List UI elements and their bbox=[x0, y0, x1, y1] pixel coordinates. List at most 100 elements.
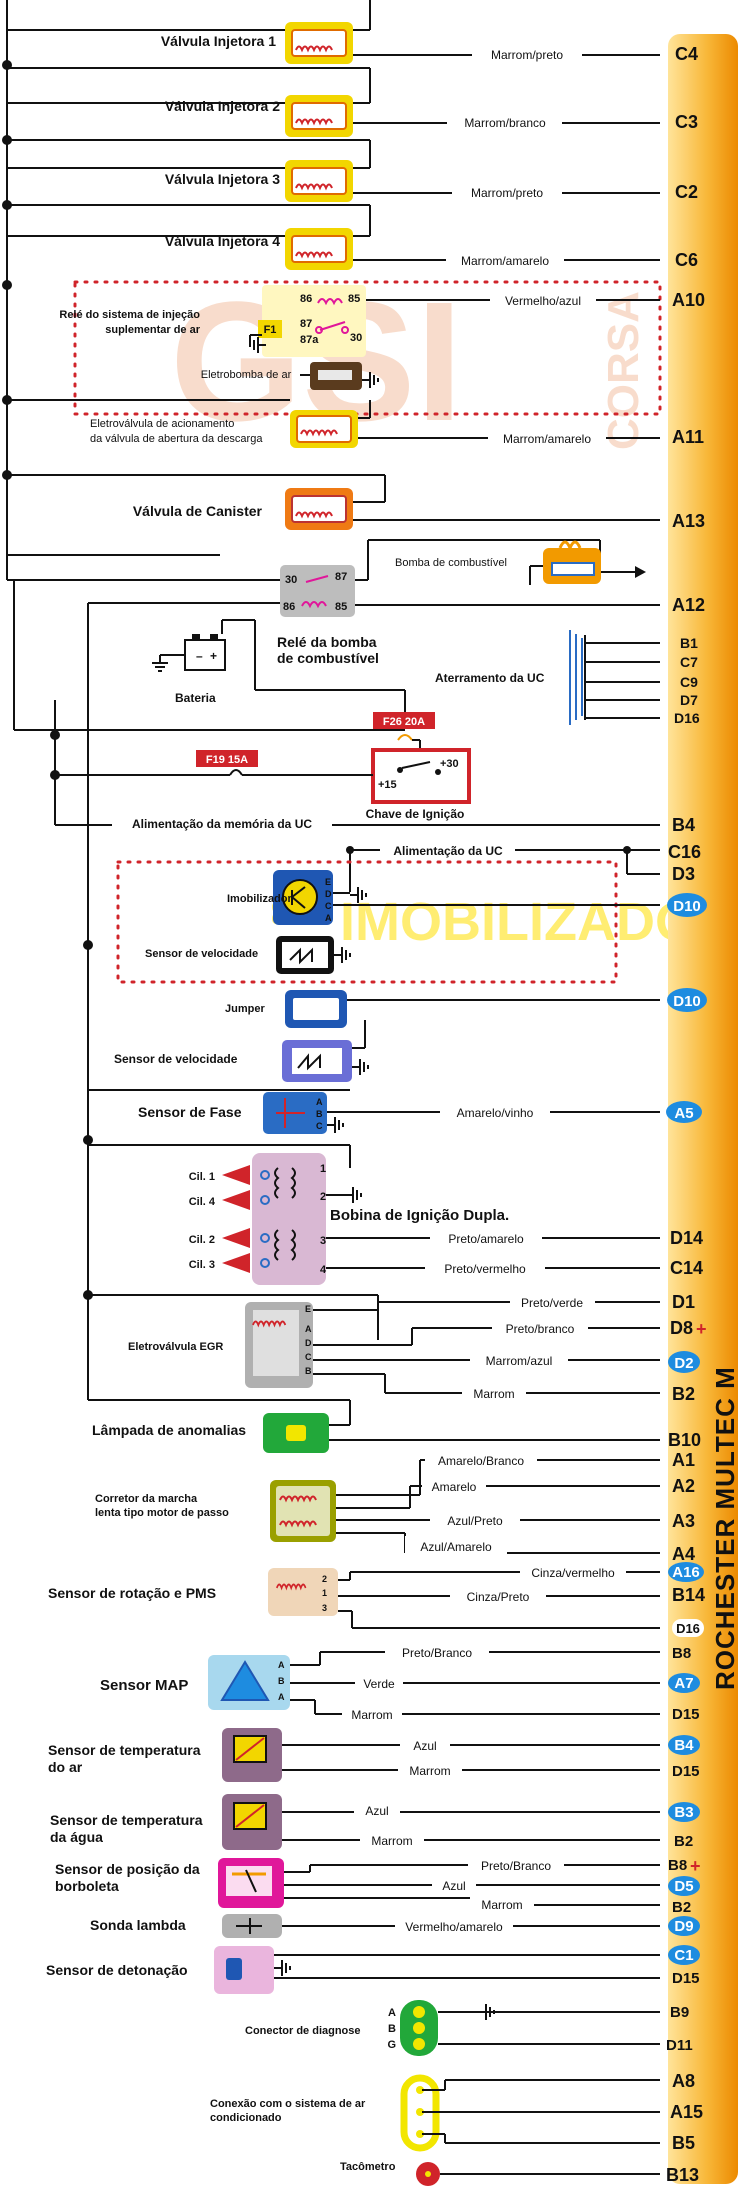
svg-text:Cil. 1: Cil. 1 bbox=[189, 1171, 215, 1183]
fuel-pump-relay bbox=[280, 565, 355, 617]
pin-B2-tps: B2 bbox=[672, 1899, 691, 1916]
discharge-valve-wire: Marrom/amarelo bbox=[503, 432, 591, 446]
pin-A4: A4 bbox=[672, 1544, 695, 1564]
svg-text:–: – bbox=[196, 649, 203, 663]
ignition-coil: 1 2 3 4 Cil. 1 Cil. 4 Cil. 2 Cil. 3 Bobi… bbox=[88, 1144, 703, 1285]
svg-text:E: E bbox=[325, 877, 331, 887]
pin-B8-tps: B8 bbox=[668, 1857, 687, 1874]
svg-text:B: B bbox=[278, 1676, 285, 1686]
pin-D9: D9 bbox=[674, 1918, 693, 1935]
ac-connection: Conexão com o sistema de ar condicionado… bbox=[210, 2071, 703, 2153]
pin-B4-memory: B4 bbox=[672, 815, 695, 835]
tps-wire-2: Azul bbox=[442, 1879, 465, 1893]
ignition-switch-circuit: F26 20A +30 +15 F19 15A Chave de Ignição bbox=[14, 712, 471, 821]
pin-C7: C7 bbox=[680, 654, 698, 670]
pin-B14: B14 bbox=[672, 1585, 705, 1605]
pin-C6: C6 bbox=[675, 250, 698, 270]
pin-B2-egr: B2 bbox=[672, 1384, 695, 1404]
pin-D15-map: D15 bbox=[672, 1706, 700, 1723]
pin-B3: B3 bbox=[674, 1804, 693, 1821]
canister-valve: Válvula de Canister A13 bbox=[7, 474, 705, 531]
air-temp-label-2: do ar bbox=[48, 1759, 83, 1775]
phase-sensor: A B C Sensor de Fase Amarelo/vinho A5 bbox=[88, 1089, 702, 1134]
coil-label: Bobina de Ignição Dupla. bbox=[330, 1207, 509, 1224]
svg-text:B: B bbox=[305, 1366, 312, 1376]
pin-C2: C2 bbox=[675, 182, 698, 202]
svg-text:C: C bbox=[325, 901, 332, 911]
svg-text:C: C bbox=[305, 1352, 312, 1362]
fuel-pump-label: Bomba de combustível bbox=[395, 557, 507, 569]
fuse-f19: F19 15A bbox=[206, 754, 248, 766]
pin-A8: A8 bbox=[672, 2071, 695, 2091]
air-relay-label-2: suplementar de ar bbox=[105, 324, 200, 336]
svg-text:30: 30 bbox=[350, 332, 362, 344]
canister-label: Válvula de Canister bbox=[133, 503, 263, 519]
svg-text:1: 1 bbox=[322, 1588, 327, 1598]
pin-D16-ground: D16 bbox=[674, 710, 700, 726]
pin-C16: C16 bbox=[668, 842, 701, 862]
injector-2-label: Válvula Injetora 2 bbox=[165, 98, 280, 114]
svg-text:85: 85 bbox=[335, 601, 347, 613]
svg-text:4: 4 bbox=[320, 1264, 327, 1276]
svg-text:86: 86 bbox=[283, 601, 295, 613]
ecu-connector-bus: ROCHESTER MULTEC M bbox=[668, 34, 740, 2184]
tach-label: Tacômetro bbox=[340, 2161, 396, 2173]
svg-text:87a: 87a bbox=[300, 334, 319, 346]
air-temp-label-1: Sensor de temperatura bbox=[48, 1742, 201, 1758]
knock-sensor: Sensor de detonação C1 D15 bbox=[46, 1945, 700, 1994]
memory-feed-label: Alimentação da memória da UC bbox=[132, 817, 312, 831]
phase-sensor-label: Sensor de Fase bbox=[138, 1104, 242, 1120]
bus-title: ROCHESTER MULTEC M bbox=[710, 1366, 740, 1690]
tps-label-2: borboleta bbox=[55, 1878, 119, 1894]
pin-C14: C14 bbox=[670, 1258, 703, 1278]
air-injection-system: Relé do sistema de injeção suplementar d… bbox=[7, 280, 705, 448]
pin-D10-imob: D10 bbox=[673, 898, 701, 915]
injector-2: Válvula Injetora 2 Marrom/branco C3 bbox=[7, 67, 698, 137]
discharge-valve-label-2: da válvula de abertura da descarga bbox=[90, 433, 263, 445]
speed-sensor: Sensor de velocidade bbox=[114, 1020, 369, 1082]
rpm-label: Sensor de rotação e PMS bbox=[48, 1585, 216, 1601]
coil-wire-4: Preto/vermelho bbox=[444, 1262, 526, 1276]
pin-D1: D1 bbox=[672, 1292, 695, 1312]
egr-valve: E A D C B Eletroválvula EGR Preto/verde … bbox=[88, 1292, 707, 1404]
pin-D5: D5 bbox=[674, 1878, 693, 1895]
idle-wire-3: Azul/Preto bbox=[447, 1514, 503, 1528]
pin-D15-air: D15 bbox=[672, 1763, 700, 1780]
pin-A16: A16 bbox=[672, 1564, 700, 1581]
egr-wire-1: Preto/verde bbox=[521, 1296, 583, 1310]
pin-B2-water: B2 bbox=[674, 1833, 693, 1850]
lambda-label: Sonda lambda bbox=[90, 1917, 186, 1933]
battery: – + Bateria bbox=[151, 619, 406, 725]
svg-text:A: A bbox=[305, 1324, 312, 1334]
injector-4-wire: Marrom/amarelo bbox=[461, 254, 549, 268]
immobilizer-system: Imobilizador E D C A D10 Sensor de veloc… bbox=[116, 860, 707, 984]
svg-text:D: D bbox=[325, 889, 332, 899]
svg-text:1: 1 bbox=[320, 1163, 326, 1175]
svg-text:+: + bbox=[210, 649, 217, 663]
idle-wire-2: Amarelo bbox=[432, 1480, 477, 1494]
pin-B13: B13 bbox=[666, 2165, 699, 2185]
idle-wire-1: Amarelo/Branco bbox=[438, 1454, 524, 1468]
pin-B1: B1 bbox=[680, 635, 698, 651]
tachometer: Tacômetro B13 bbox=[340, 2161, 699, 2186]
svg-text:Cil. 4: Cil. 4 bbox=[189, 1196, 216, 1208]
pin-B10: B10 bbox=[668, 1430, 701, 1450]
svg-text:A: A bbox=[325, 913, 332, 923]
bus-bar bbox=[668, 34, 738, 2184]
pin-D7: D7 bbox=[680, 692, 698, 708]
idle-label-2: lenta tipo motor de passo bbox=[95, 1507, 229, 1519]
water-temp-wire-1: Azul bbox=[365, 1804, 388, 1818]
svg-text:3: 3 bbox=[322, 1603, 327, 1613]
phase-sensor-wire: Amarelo/vinho bbox=[457, 1106, 534, 1120]
uc-feed-label: Alimentação da UC bbox=[393, 844, 503, 858]
air-relay-label-1: Relé do sistema de injeção bbox=[59, 309, 200, 321]
svg-text:+: + bbox=[696, 1319, 707, 1339]
injector-1: Válvula Injetora 1 Marrom/preto C4 bbox=[7, 0, 698, 64]
idle-air-control: Corretor da marcha lenta tipo motor de p… bbox=[95, 1450, 695, 1564]
ac-label-1: Conexão com o sistema de ar bbox=[210, 2098, 366, 2110]
coil-wire-3: Preto/amarelo bbox=[448, 1232, 524, 1246]
egr-wire-2: Preto/branco bbox=[506, 1322, 575, 1336]
ignition-switch-label: Chave de Ignição bbox=[366, 807, 465, 821]
pin-D3: D3 bbox=[672, 864, 695, 884]
injector-1-label: Válvula Injetora 1 bbox=[161, 33, 276, 49]
